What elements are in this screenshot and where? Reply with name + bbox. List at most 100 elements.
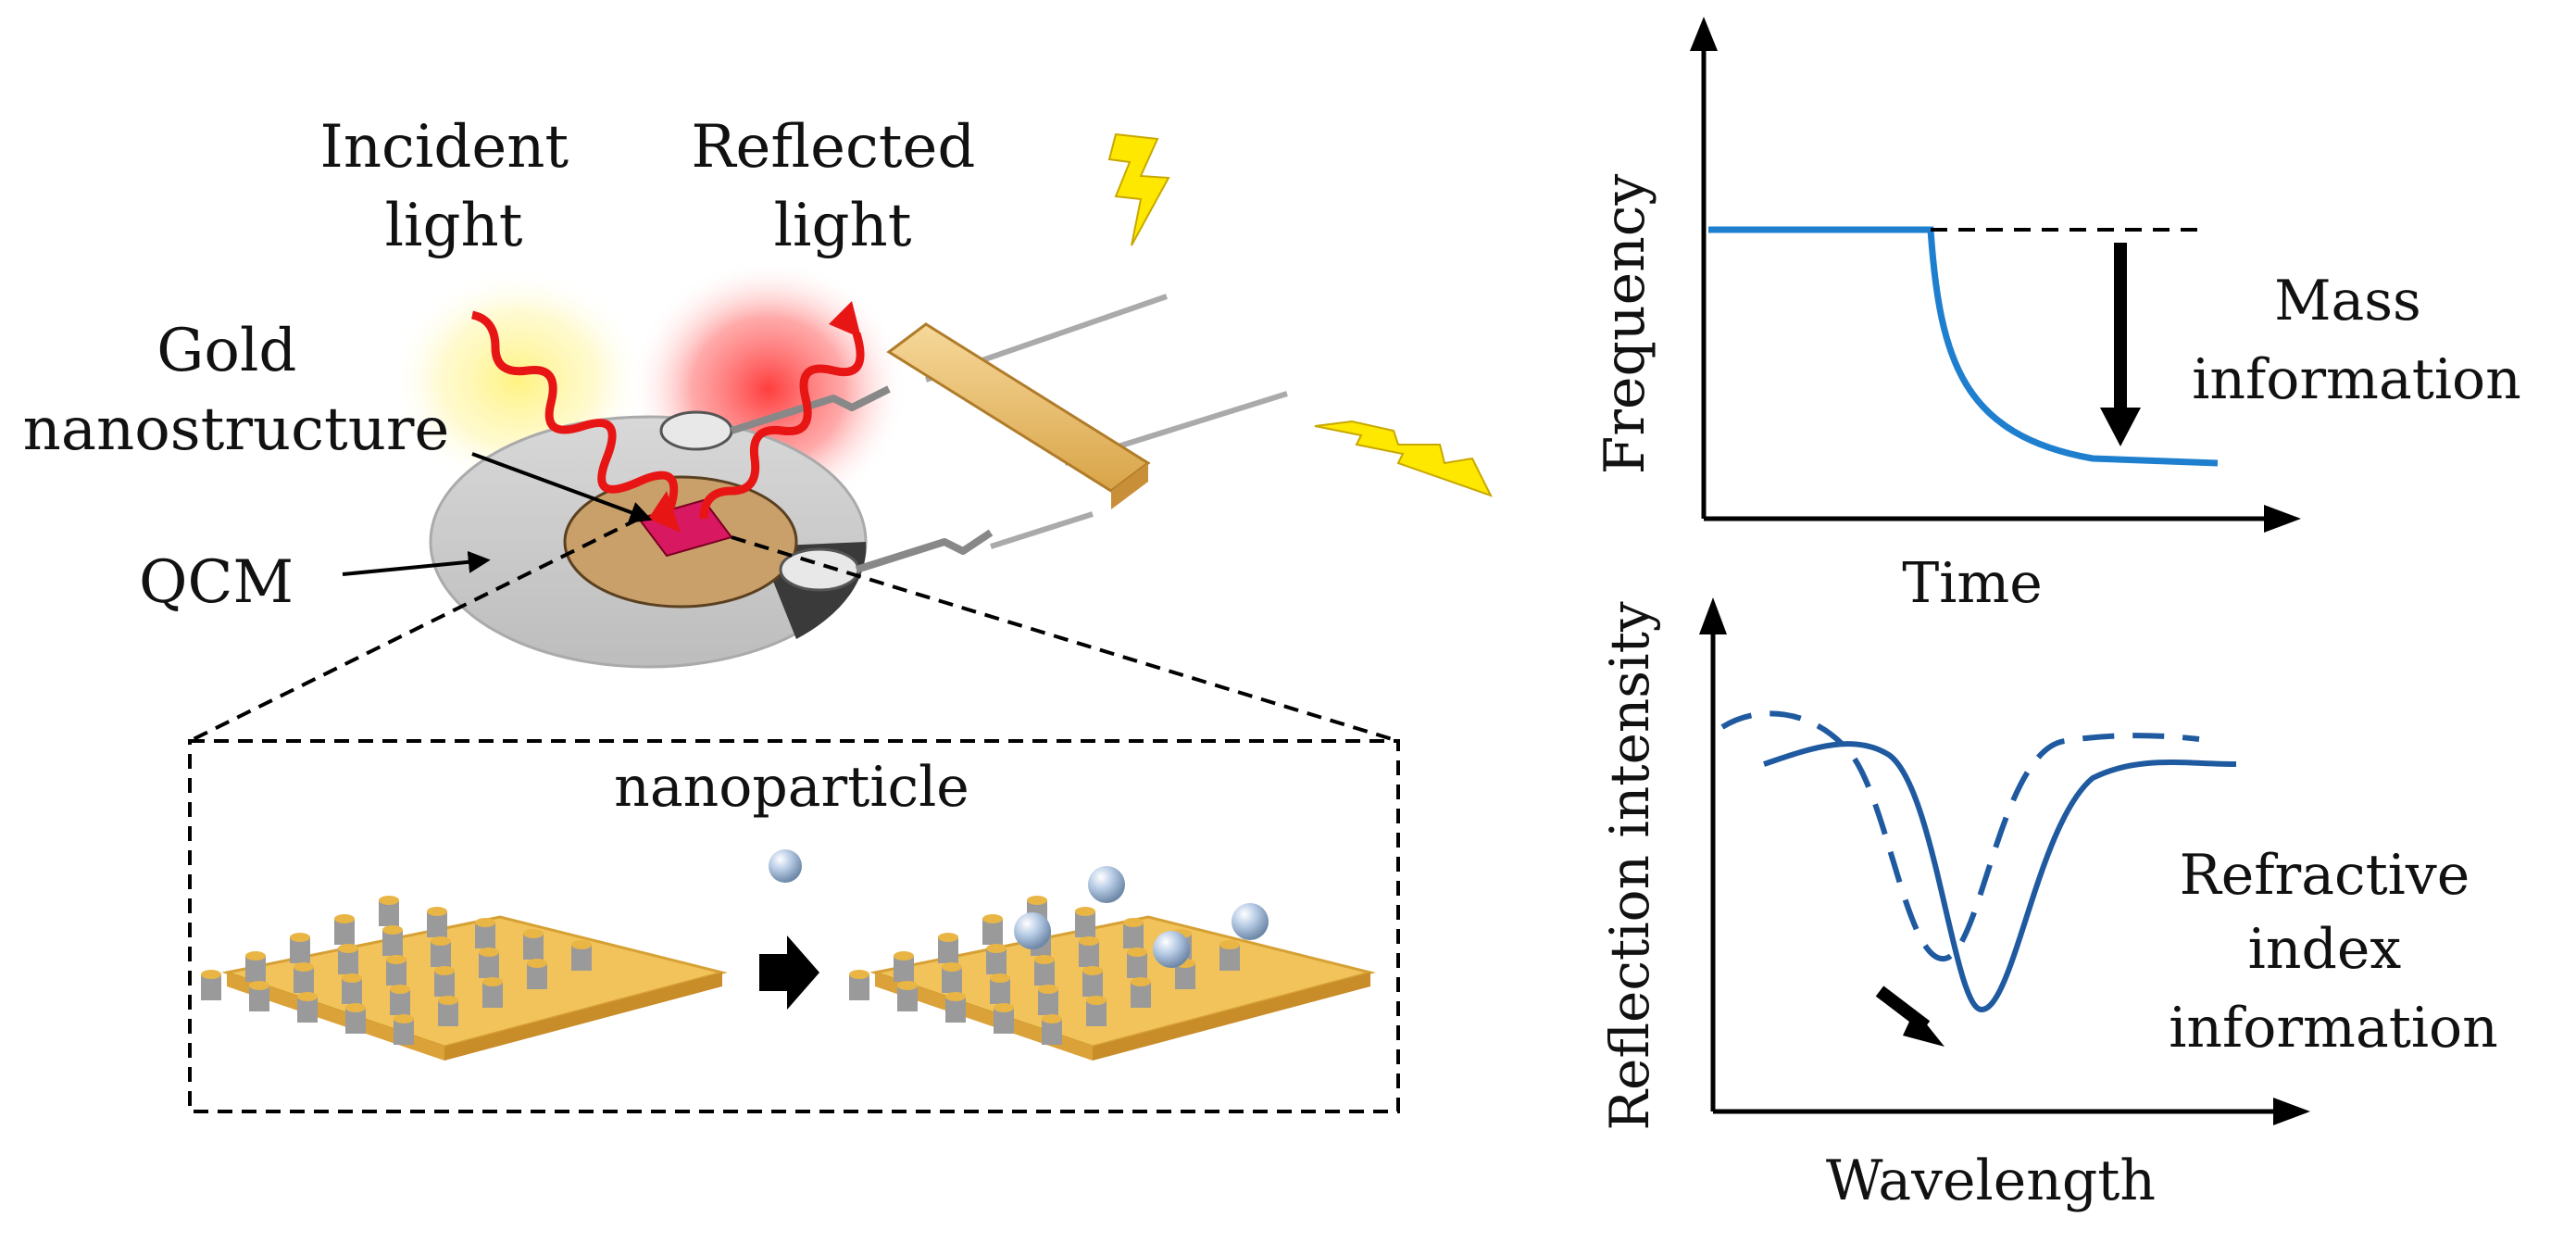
reflection-x-arrowhead [2273, 1098, 2310, 1125]
wire-bottom [855, 529, 994, 573]
nanopillar [1034, 960, 1055, 986]
nanopillar-array-before [201, 896, 728, 1061]
nanopillar-cap [379, 896, 399, 905]
nanopillar [390, 989, 410, 1015]
nanopillar-cap [249, 981, 269, 990]
nanopillar-cap [382, 925, 403, 935]
nanopillar-cap [1131, 977, 1151, 986]
nanopillar [1042, 1019, 1062, 1045]
nanopillar-cap [482, 977, 503, 986]
bound-nanoparticle [1014, 912, 1051, 949]
gold-pointer-line [471, 452, 653, 523]
svg-text:Reflected light: Reflected light [691, 113, 994, 260]
nanopillar [434, 971, 455, 997]
bound-nanoparticle [1153, 931, 1190, 968]
frequency-x-arrowhead [2264, 505, 2301, 533]
frequency-y-arrowhead [1690, 17, 1718, 51]
nanopillar-cap [1042, 1014, 1062, 1023]
pillar-grid [201, 896, 592, 1045]
nanopillar-cap [1123, 918, 1144, 927]
gold-substrate-edge-right [444, 973, 722, 1061]
nanoparticle-sphere [769, 849, 802, 883]
nanopillar [849, 974, 869, 1000]
frequency-graph: Frequency Time Mass information [1593, 17, 2521, 616]
reflection-curve-after [1763, 741, 2237, 1013]
nanopillar-cap [479, 948, 499, 957]
gold-label-line2: nanostructure [23, 396, 450, 464]
nanopillar-cap [390, 985, 410, 994]
lead-bottom-2 [990, 511, 1094, 549]
incident-label-line2: light [385, 192, 523, 260]
nanopillar-cap [438, 996, 458, 1005]
nanopillar [479, 952, 499, 978]
nanopillar-cap [1038, 985, 1058, 994]
nanopillar-cap [938, 933, 958, 942]
nanopillar-cap [434, 966, 455, 975]
nanopillar [294, 967, 314, 993]
nanopillar-cap [427, 907, 447, 916]
incident-label-line1: Incident [320, 113, 569, 182]
nanopillar [938, 937, 958, 963]
reflection-curve-before [1720, 710, 2200, 961]
nanopillar [438, 1000, 458, 1026]
qcm-label: QCM [139, 548, 294, 617]
nanopillar [523, 934, 544, 960]
nanopillar [249, 986, 269, 1011]
qcm-pointer-line [342, 550, 491, 576]
nanopillar-cap [342, 973, 362, 983]
nanopillar-cap [523, 929, 544, 938]
nanopillar [290, 937, 310, 963]
zoom-line-right [731, 535, 1399, 743]
svg-text:Gold nanostructure: Gold nanostructure [23, 317, 450, 464]
nanopillar-cap [982, 914, 1003, 923]
nanopillar [334, 919, 355, 945]
refractive-label-line3: information [2169, 996, 2498, 1061]
nanopillar-cap [1219, 940, 1240, 949]
gold-substrate-edge [227, 973, 444, 1061]
nanopillar [1219, 945, 1240, 971]
nanopillar [1131, 982, 1151, 1008]
nanopillar [1075, 911, 1095, 937]
lightning-bolt-icon [1314, 420, 1493, 497]
nanopillar [897, 986, 918, 1011]
nanopillar-cap [394, 1014, 414, 1023]
nanopillar [1082, 971, 1103, 997]
gold-substrate-edge [875, 973, 1093, 1061]
nanopillar-cap [942, 962, 962, 972]
nanopillar-cap [1082, 966, 1103, 975]
nanopillar [394, 1019, 414, 1045]
reflected-label-line2: light [774, 192, 912, 260]
right-arrow-icon [759, 935, 819, 1010]
incident-arrowhead [648, 491, 681, 533]
nanopillar-cap [386, 955, 406, 964]
reflected-arrowhead [829, 301, 861, 338]
nanopillar [986, 948, 1007, 974]
nanopillar-cap [990, 973, 1010, 983]
reflected-light-wave [699, 332, 865, 520]
nanopillar [1175, 963, 1195, 989]
reflection-graph: Reflection intensity Wavelength Refracti… [1598, 597, 2498, 1213]
nanopillar-cap [571, 940, 592, 949]
nanopillar [338, 948, 358, 974]
zoom-line-left [189, 517, 640, 743]
nanopillar-cap [475, 918, 495, 927]
gold-holder-side [1111, 463, 1148, 509]
nanopillar-cap [1034, 955, 1055, 964]
frequency-curve [1708, 226, 2219, 467]
nanopillar [379, 900, 399, 926]
electrode-ring-top [659, 410, 733, 451]
reflection-x-label: Wavelength [1826, 1149, 2156, 1213]
nanopillar [982, 919, 1003, 945]
nanopillar [201, 974, 221, 1000]
frequency-x-label: Time [1902, 551, 2043, 616]
nanopillar [945, 997, 966, 1023]
nanostructure-inset: nanoparticle [188, 517, 1400, 1113]
nanopillar [431, 941, 451, 967]
nanopillar-cap [290, 933, 310, 942]
nanopillar-cap [945, 992, 966, 1001]
incident-light-wave [470, 310, 679, 521]
nanopillar [994, 1008, 1014, 1034]
nanopillar-cap [1079, 936, 1099, 946]
mass-label-line1: Mass [2274, 269, 2421, 333]
